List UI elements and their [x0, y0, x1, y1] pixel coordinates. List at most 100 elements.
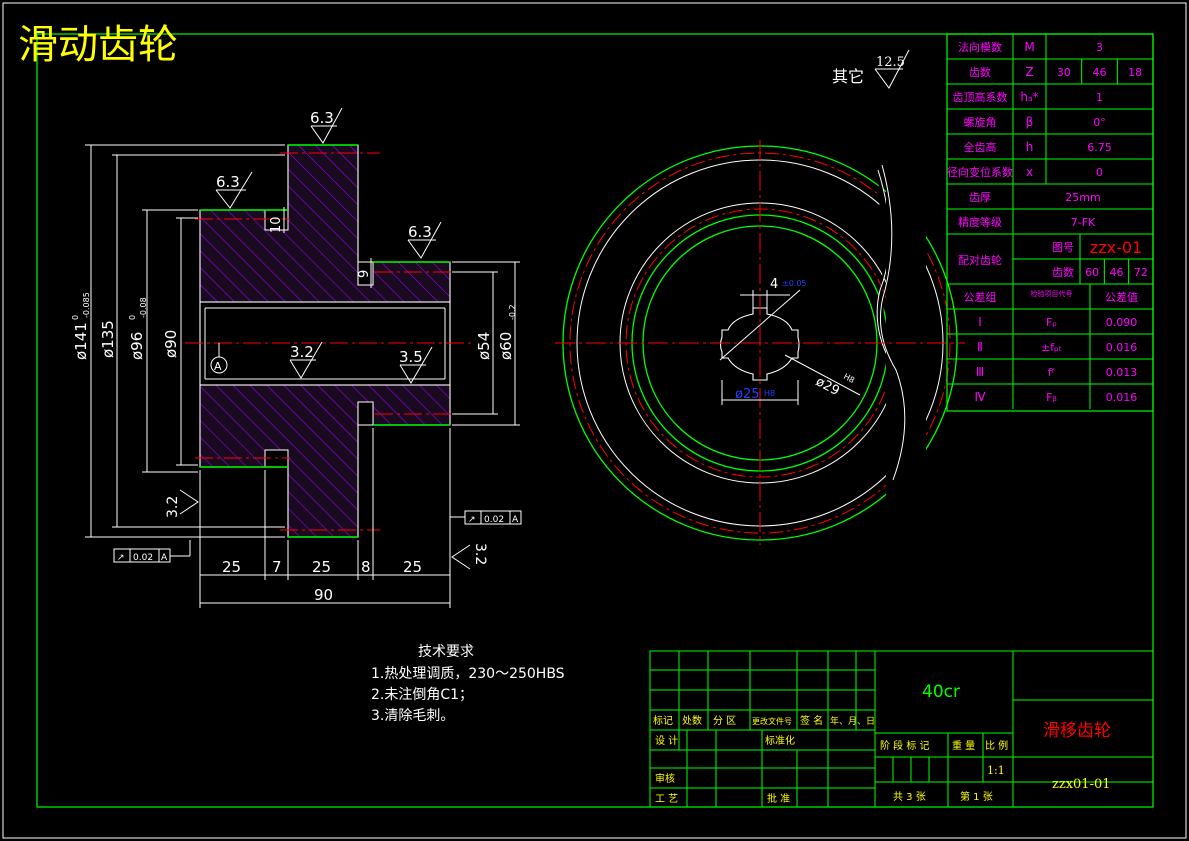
part-name: 滑移齿轮: [1043, 721, 1111, 741]
param-name: 齿厚: [969, 191, 991, 204]
dim-d96-tol-low: -0.08: [139, 297, 148, 318]
dim-bottom-4: 8: [361, 558, 371, 576]
roughness-symbol: [874, 49, 910, 89]
dim-d96: ø96: [128, 332, 146, 360]
tol-item: Fᵦ: [1046, 391, 1057, 404]
roughness-left: 6.3: [216, 173, 240, 191]
mating-teeth-value: 60: [1085, 266, 1099, 279]
mating-drawing-no: zzx-01: [1090, 238, 1142, 257]
svg-text:0.02: 0.02: [484, 515, 504, 525]
tol-item: fᶠ: [1048, 366, 1055, 379]
param-value: 7-FK: [1071, 216, 1096, 229]
dim-d141-tol-low: -0.085: [82, 292, 91, 318]
dim-bottom-5: 25: [403, 558, 422, 576]
svg-text:审核: 审核: [655, 772, 675, 785]
dim-d96-tol-up: 0: [128, 315, 137, 320]
roughness-top: 6.3: [310, 109, 334, 127]
svg-text:处数: 处数: [682, 714, 702, 727]
param-name: 径向变位系数: [947, 165, 1013, 179]
dim-d25-tol: H8: [764, 389, 775, 398]
dim-bottom-1: 25: [222, 558, 241, 576]
roughness-right: 6.3: [408, 223, 432, 241]
svg-text:第 1 张: 第 1 张: [960, 790, 993, 803]
svg-text:A: A: [161, 553, 168, 563]
roughness-bore1: 3.2: [290, 343, 314, 361]
dim-d25: ø25: [735, 387, 760, 402]
tech-item-2: 2.未注倒角C1；: [371, 687, 473, 703]
roughness-face-right: 3.2: [472, 543, 488, 565]
tol-item: ±fₚₜ: [1041, 341, 1062, 354]
tol-header-item: 检验项目代号: [1031, 289, 1073, 298]
param-value: 25mm: [1065, 191, 1100, 204]
svg-text:批 准: 批 准: [767, 792, 790, 805]
spline-bore: [719, 307, 800, 381]
dim-d141-tol-up: 0: [71, 315, 80, 320]
roughness-other-label: 其它: [832, 67, 864, 86]
dim-d60-tol: -0.2: [508, 304, 517, 320]
roughness-bore2: 3.5: [399, 348, 423, 366]
mating-label: 配对齿轮: [958, 253, 1002, 267]
dim-d29: ø29: [813, 374, 842, 399]
svg-text:设 计: 设 计: [655, 734, 678, 747]
param-value: 6.75: [1087, 141, 1112, 154]
tolerance-frame-left: ↗ 0.02 A: [113, 540, 191, 563]
param-value: 0°: [1093, 116, 1106, 129]
title-block: [649, 650, 1154, 808]
key-tol: ±0.05: [782, 279, 807, 288]
param-symbol: β: [1026, 115, 1034, 129]
param-name: 齿数: [969, 66, 991, 79]
dim-d90: ø90: [162, 330, 180, 358]
svg-text:标准化: 标准化: [765, 734, 795, 747]
dim-total: 90: [314, 586, 333, 604]
param-value: 18: [1128, 66, 1142, 79]
tol-value: 0.016: [1106, 391, 1138, 404]
dim-d54: ø54: [475, 332, 493, 360]
param-symbol: x: [1026, 165, 1033, 179]
drawing-title: 滑动齿轮: [18, 22, 178, 68]
key-width: 4: [770, 277, 778, 292]
param-symbol: Z: [1025, 65, 1033, 79]
svg-text:↗: ↗: [117, 553, 125, 563]
param-value: 3: [1096, 41, 1103, 54]
roughness-other-value: 12.5: [876, 55, 905, 70]
material: 40cr: [922, 682, 960, 702]
param-name: 螺旋角: [964, 115, 997, 129]
svg-text:标记: 标记: [653, 715, 673, 727]
datum-label: A: [214, 360, 222, 373]
svg-text:↗: ↗: [468, 515, 476, 525]
tolerance-frame-right: ↗ 0.02 A: [449, 510, 522, 528]
param-symbol: h: [1026, 140, 1034, 154]
dim-10: 10: [269, 216, 284, 233]
tech-item-1: 1.热处理调质，230～250HBS: [371, 666, 565, 682]
mating-teeth-value: 72: [1134, 266, 1148, 279]
dim-d60: ø60: [497, 332, 515, 360]
param-name: 齿顶高系数: [953, 90, 1008, 104]
svg-text:比 例: 比 例: [985, 739, 1008, 752]
mating-drawing-no-label: 图号: [1052, 241, 1074, 254]
param-value: 1: [1096, 91, 1103, 104]
tol-value: 0.090: [1106, 316, 1138, 329]
scale-value: 1:1: [987, 764, 1005, 777]
svg-text:A: A: [512, 515, 519, 525]
param-value: 30: [1057, 66, 1071, 79]
param-name: 法向模数: [958, 40, 1002, 54]
tech-requirements: 技术要求 1.热处理调质，230～250HBS 2.未注倒角C1； 3.清除毛刺…: [371, 644, 565, 724]
svg-text:更改文件号: 更改文件号: [752, 716, 792, 726]
tol-value: 0.016: [1106, 341, 1138, 354]
param-name: 精度等级: [958, 215, 1002, 229]
param-value: 46: [1093, 66, 1107, 79]
svg-text:重 量: 重 量: [952, 739, 975, 752]
tol-group: Ⅳ: [974, 390, 985, 404]
tol-item: Fₚ: [1046, 316, 1057, 329]
tol-group: Ⅱ: [977, 340, 983, 354]
lower-section-body: [199, 384, 451, 538]
svg-text:阶 段 标 记: 阶 段 标 记: [880, 739, 930, 752]
param-symbol: hₐ*: [1020, 90, 1038, 104]
dim-d141: ø141: [72, 322, 90, 360]
param-value: 0: [1096, 166, 1103, 179]
mating-teeth-label: 齿数: [1052, 266, 1074, 279]
param-name: 全齿高: [964, 140, 997, 154]
tol-header-value: 公差值: [1105, 290, 1138, 304]
